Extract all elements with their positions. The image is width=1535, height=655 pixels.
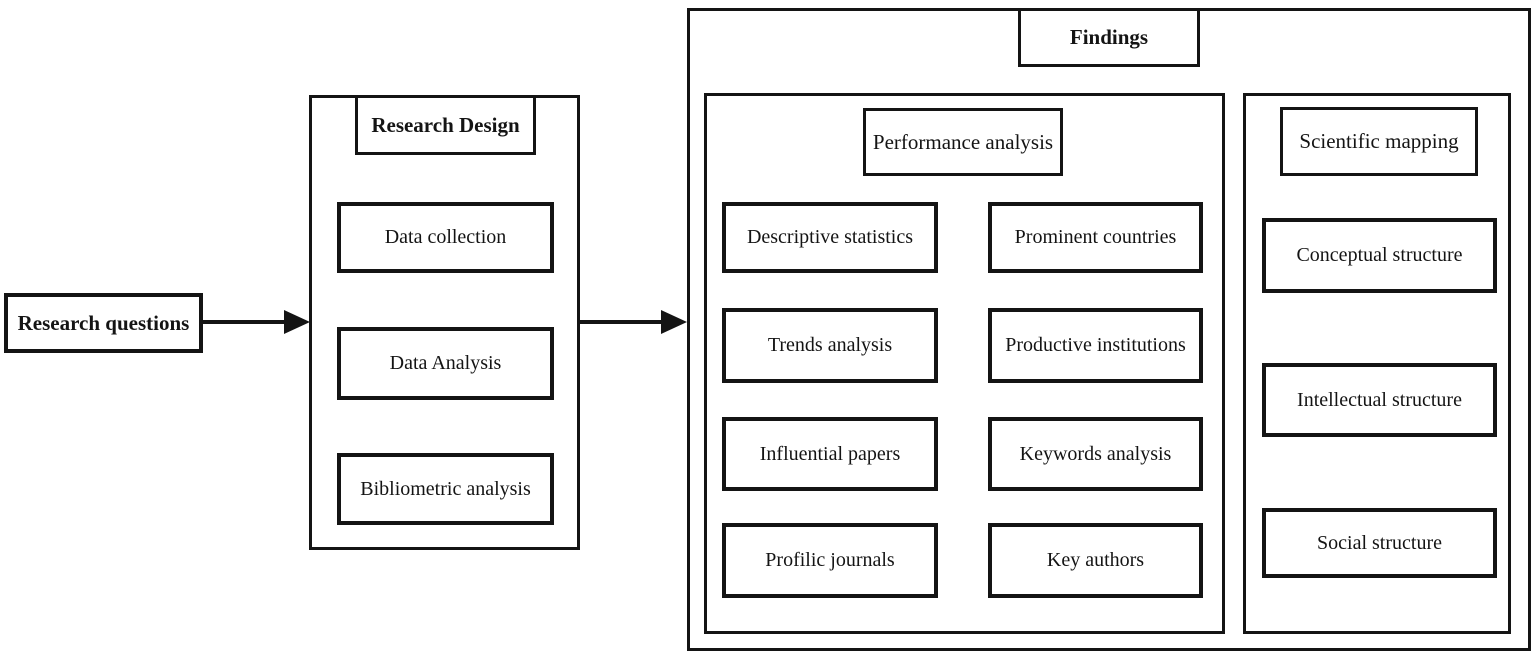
performance-item-descriptive-statistics: Descriptive statistics (722, 202, 938, 273)
research-questions-box: Research questions (4, 293, 203, 353)
performance-analysis-title-box: Performance analysis (863, 108, 1063, 176)
scientific-mapping-title-box: Scientific mapping (1280, 107, 1478, 176)
performance-item-key-authors: Key authors (988, 523, 1203, 598)
mapping-item-conceptual-structure: Conceptual structure (1262, 218, 1497, 293)
performance-item-prominent-countries: Prominent countries (988, 202, 1203, 273)
performance-item-profilic-journals: Profilic journals (722, 523, 938, 598)
mapping-item-intellectual-structure: Intellectual structure (1262, 363, 1497, 437)
design-item-bibliometric-analysis: Bibliometric analysis (337, 453, 554, 525)
arrow-questions-to-design-line (203, 320, 285, 324)
arrow-questions-to-design-head-icon (284, 310, 310, 334)
performance-item-influential-papers: Influential papers (722, 417, 938, 491)
research-design-title-box: Research Design (355, 95, 536, 155)
mapping-item-social-structure: Social structure (1262, 508, 1497, 578)
arrow-design-to-findings-line (580, 320, 662, 324)
design-item-data-analysis: Data Analysis (337, 327, 554, 400)
performance-item-keywords-analysis: Keywords analysis (988, 417, 1203, 491)
performance-item-productive-institutions: Productive institutions (988, 308, 1203, 383)
findings-title-box: Findings (1018, 8, 1200, 67)
arrow-design-to-findings-head-icon (661, 310, 687, 334)
performance-item-trends-analysis: Trends analysis (722, 308, 938, 383)
design-item-data-collection: Data collection (337, 202, 554, 273)
